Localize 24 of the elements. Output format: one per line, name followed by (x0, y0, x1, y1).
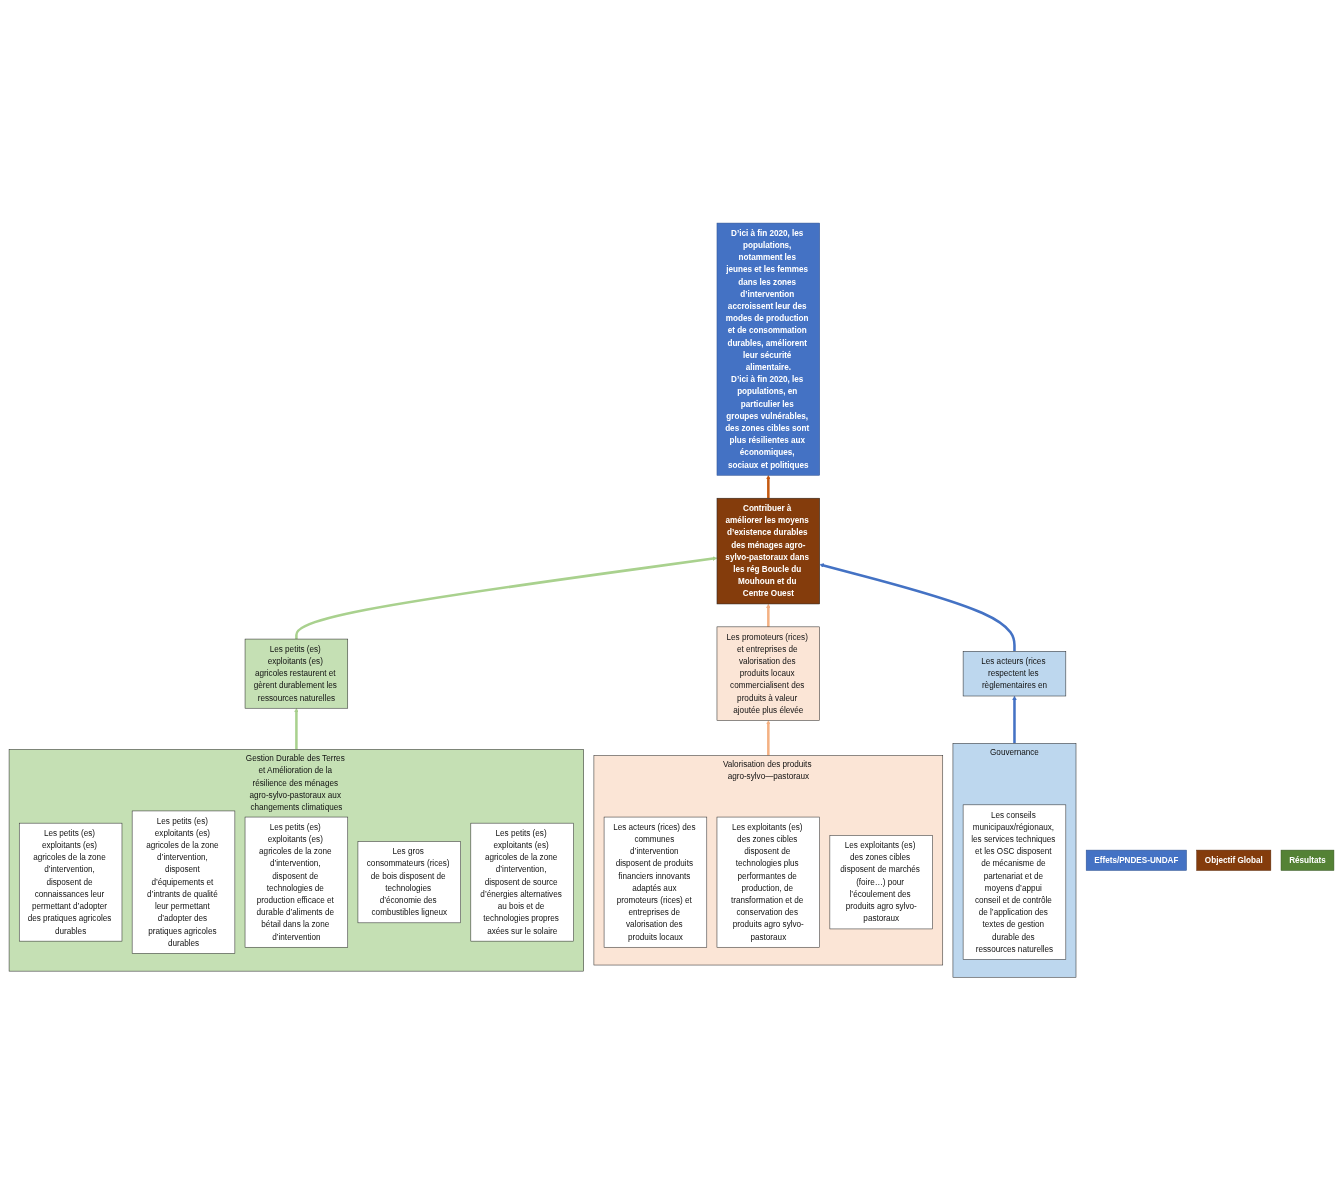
node-box: Les acteurs (rices) des communes d’intervention disposent de produits financiers innovants adaptés aux promoteurs (rices) et entreprises de valorisation des produits locaux (603, 816, 708, 948)
node-box: Objectif Global (1196, 849, 1272, 871)
node-box: Les petits (es) exploitants (es) agricoles de la zone d’intervention, disposent de technologies de production efficace et durable d’aliments de bétail dans la zone d’intervention (244, 816, 349, 948)
node-box: Les exploitants (es) des zones cibles disposent de marchés (foire…) pour l’écoulement des produits agro sylvo-pastoraux (829, 834, 933, 930)
node-box: Les petits (es) exploitants (es) agricoles de la zone d’intervention, disposent d’équipements et d’intrants de qualité leur permettant d’adopter des pratiques agricoles durables (131, 810, 236, 954)
arrow (766, 720, 771, 756)
node-box: Les promoteurs (rices) et entreprises de valorisation des produits locaux commercialisent des produits à valeur ajoutée plus élevée (716, 626, 820, 721)
arrow (295, 556, 718, 639)
node-box: Les exploitants (es) des zones cibles disposent de technologies plus performantes de production, de transformation et de conservation des produits agro sylvo-pastoraux (716, 816, 820, 948)
node-box: Les acteurs (rices respectent les règlementaires en (962, 650, 1067, 697)
arrow (766, 474, 771, 499)
node-box: D’ici à fin 2020, les populations, notamment les jeunes et les femmes dans les zones d’intervention accroissent leur des modes de production et de consommation durables, améliorent leur sécurité alimentaire. D’ici à fin 2020, les populations, en particulier les groupes vulnérables, des zones cibles sont plus résilientes aux économiques, sociaux et politiques (716, 222, 820, 476)
node-box: Les gros consommateurs (rices) de bois disposent de technologies d’économie des combustibles ligneux (357, 841, 461, 923)
node-box: Les petits (es) exploitants (es) agricoles de la zone d’intervention, disposent de source d’énergies alternatives au bois et de technologies propres axées sur le solaire (470, 822, 574, 942)
node-box: Les petits (es) exploitants (es) agricoles restaurent et gèrent durablement les ressources naturelles (244, 638, 349, 709)
arrow (819, 563, 1016, 652)
arrow (1012, 695, 1017, 744)
node-box: Les petits (es) exploitants (es) agricoles de la zone d’intervention, disposent de connaissances leur permettant d’adopter des pratiques agricoles durables (19, 822, 123, 942)
node-box: Résultats (1280, 849, 1335, 871)
arrow (766, 603, 771, 627)
arrow (294, 707, 299, 750)
node-box: Contribuer à améliorer les moyens d’existence durables des ménages agro-sylvo-pastoraux dans les rég Boucle du Mouhoun et du Centre Ouest (716, 497, 820, 605)
node-box: Effets/PNDES-UNDAF (1085, 849, 1187, 871)
node-box: Les conseils municipaux/régionaux, les services techniques et les OSC disposent de mécanisme de partenariat et de moyens d’appui conseil et de contrôle de l’application des textes de gestion durable des ressources naturelles (962, 804, 1067, 960)
